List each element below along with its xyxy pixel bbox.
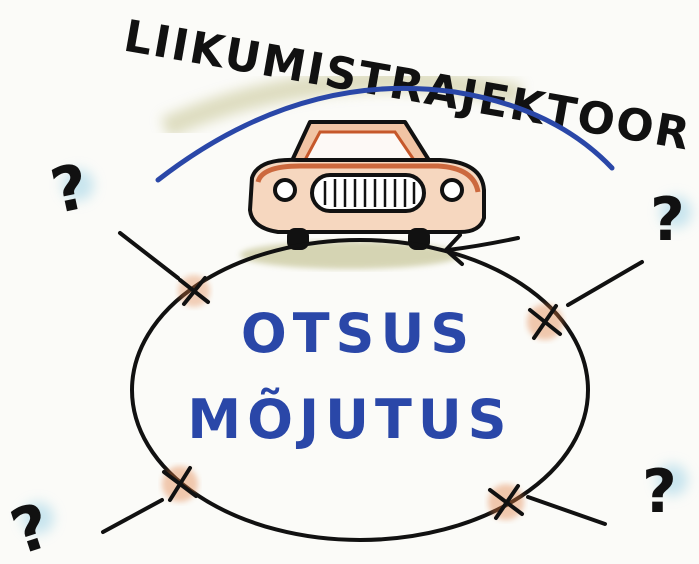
cross-mark-icon bbox=[527, 304, 563, 340]
car-icon bbox=[250, 122, 484, 250]
question-mark-top-left: ? bbox=[45, 149, 95, 228]
cross-mark-icon bbox=[488, 484, 524, 520]
question-mark-bottom-right: ? bbox=[642, 457, 677, 527]
arrow-icon bbox=[446, 235, 518, 264]
cross-mark-icon bbox=[178, 275, 210, 307]
center-line-1: OTSUS bbox=[241, 302, 475, 365]
cross-mark-icon bbox=[162, 466, 198, 502]
center-line-2: MÕJUTUS bbox=[187, 388, 512, 451]
question-mark-top-right: ? bbox=[650, 185, 685, 255]
